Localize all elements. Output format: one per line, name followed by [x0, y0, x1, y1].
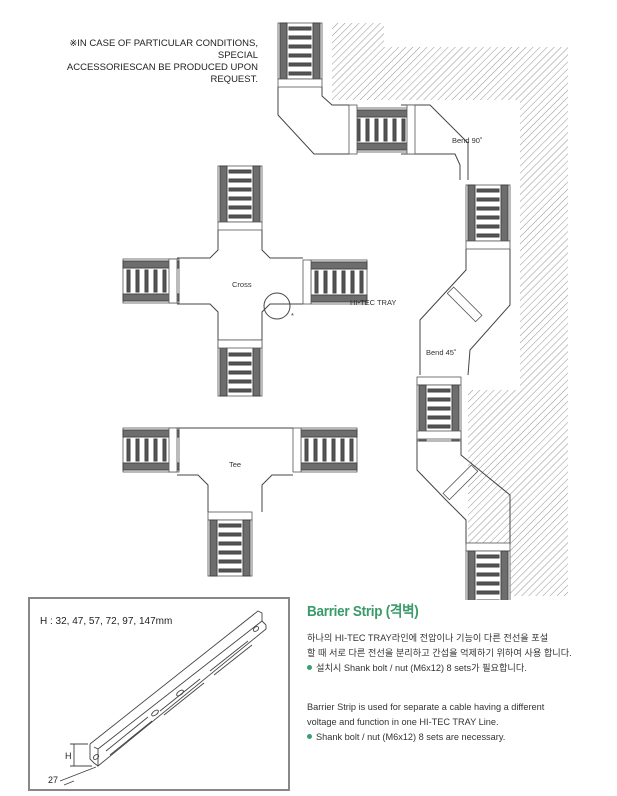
note-line-2: ACCESSORIESCAN BE PRODUCED UPON REQUEST. — [66, 62, 258, 85]
hi-tec-tray-label: HI-TEC TRAY — [350, 298, 396, 307]
korean-description-line-1: 하나의 HI-TEC TRAY라인에 전압이나 기능이 다른 전선을 포설 — [307, 633, 549, 643]
note-line-1: ※IN CASE OF PARTICULAR CONDITIONS, SPECI… — [69, 38, 258, 61]
wall-hatching — [332, 23, 568, 596]
bend-45-label: Bend 45˚ — [426, 348, 456, 357]
korean-description-line-2: 할 때 서로 다른 전선을 분리하고 간섭을 억제하기 위하여 사용 합니다. — [307, 648, 572, 658]
korean-bullet: 설치시 Shank bolt / nut (M6x12) 8 sets가 필요합… — [307, 661, 607, 676]
bullet-dot-icon — [307, 665, 312, 670]
english-description-line-1: Barrier Strip is used for separate a cab… — [307, 702, 545, 712]
bend-90-label: Bend 90˚ — [452, 136, 482, 145]
english-bullet: Shank bolt / nut (M6x12) 8 sets are nece… — [307, 730, 607, 745]
tray-fittings-diagram: Bend 90˚ Bend 45˚ Cross * HI-TEC TRAY Te… — [122, 22, 568, 600]
english-bullet-text: Shank bolt / nut (M6x12) 8 sets are nece… — [316, 732, 506, 742]
tee-label: Tee — [229, 460, 241, 469]
tee-fitting-diagram — [122, 427, 358, 577]
barrier-strip-title: Barrier Strip (격벽) — [307, 603, 419, 620]
h-dimension-label: H — [65, 751, 72, 761]
korean-bullet-text: 설치시 Shank bolt / nut (M6x12) 8 sets가 필요합… — [316, 663, 527, 673]
width-dimension-label: 27 — [48, 775, 58, 785]
barrier-strip-drawing: H 27 — [48, 610, 267, 786]
barrier-strip-figure: H : 32, 47, 57, 72, 97, 147mm H — [28, 597, 290, 791]
special-accessories-note: ※IN CASE OF PARTICULAR CONDITIONS, SPECI… — [28, 38, 258, 86]
asterisk-mark: * — [291, 311, 294, 320]
bullet-dot-icon — [307, 734, 312, 739]
cross-label: Cross — [232, 280, 252, 289]
cross-fitting-diagram — [122, 165, 368, 397]
english-description-line-2: voltage and function in one HI-TEC TRAY … — [307, 717, 499, 727]
barrier-strip-description: Barrier Strip (격벽) 하나의 HI-TEC TRAY라인에 전압… — [307, 600, 607, 745]
bend-route-diagram — [277, 22, 511, 600]
barrier-heights-label: H : 32, 47, 57, 72, 97, 147mm — [40, 616, 173, 627]
